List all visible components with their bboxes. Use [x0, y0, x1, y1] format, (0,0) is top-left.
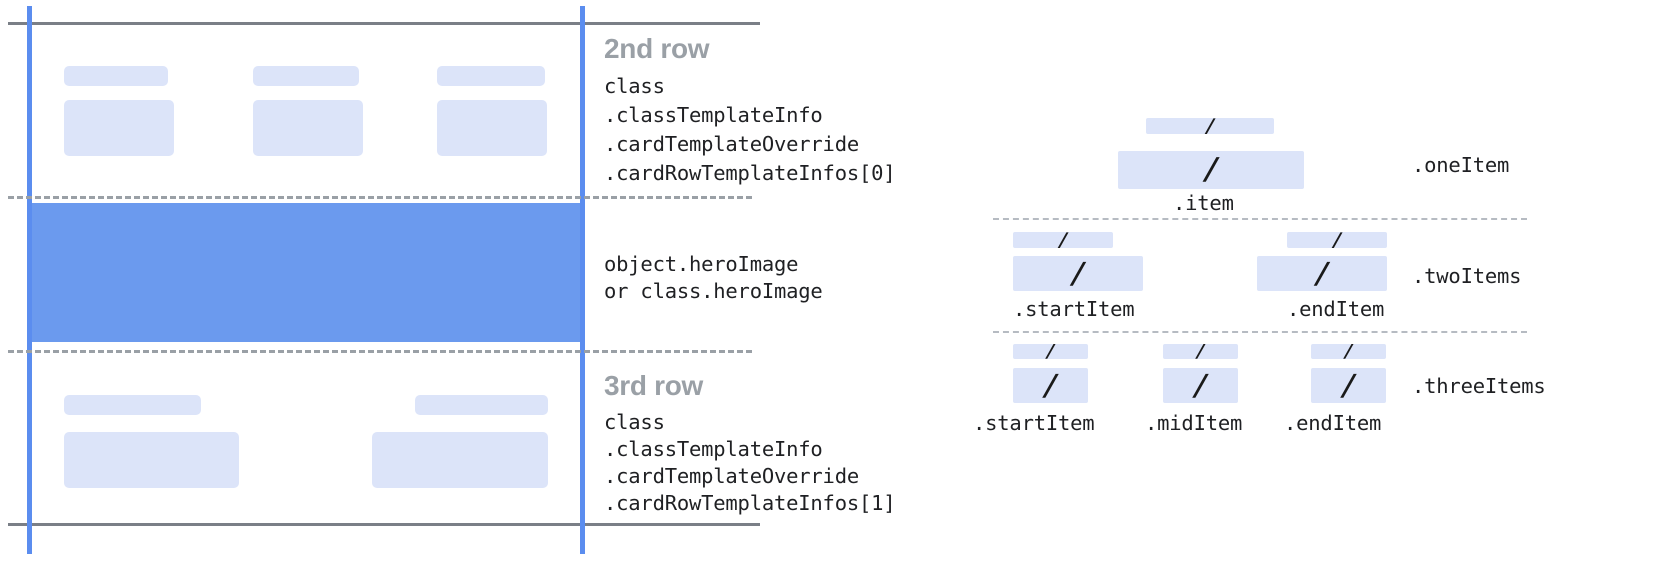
row2-heading: 2nd row — [604, 33, 710, 64]
three-items-start-label-block: / — [1013, 344, 1088, 359]
row2-code-line-2: .classTemplateInfo — [604, 103, 823, 127]
card-right-guide — [580, 6, 585, 554]
row2-value-block-2 — [253, 100, 363, 156]
row3-value-block-2 — [372, 432, 548, 488]
slash-glyph: / — [1068, 256, 1088, 290]
slash-glyph: / — [1044, 344, 1057, 359]
row-separator-top — [8, 196, 752, 199]
row2-value-block-1 — [64, 100, 174, 156]
three-items-end-label-block: / — [1311, 344, 1386, 359]
two-items-caption-start: .startItem — [1013, 297, 1135, 321]
two-items-end-value-block: / — [1257, 256, 1387, 291]
two-items-start-value-block: / — [1013, 256, 1143, 291]
row3-code-line-4: .cardRowTemplateInfos[1] — [604, 491, 896, 515]
slash-glyph: / — [1056, 232, 1070, 248]
slash-glyph: / — [1041, 368, 1061, 402]
slash-glyph: / — [1191, 368, 1211, 402]
three-items-start-value-block: / — [1013, 368, 1088, 403]
group-divider-2 — [993, 331, 1527, 333]
row2-code-line-3: .cardTemplateOverride — [604, 132, 859, 156]
row3-code-line-2: .classTemplateInfo — [604, 437, 823, 461]
three-items-mid-label-block: / — [1163, 344, 1238, 359]
two-items-start-label-block: / — [1013, 232, 1113, 248]
slash-glyph: / — [1201, 152, 1221, 187]
three-items-caption-start: .startItem — [973, 411, 1095, 435]
one-item-caption-item: .item — [1173, 191, 1234, 215]
slash-glyph: / — [1203, 118, 1217, 134]
row2-code-line-1: class — [604, 74, 665, 98]
row3-label-block-1 — [64, 395, 201, 415]
row2-label-block-3 — [437, 66, 545, 86]
card-left-guide — [27, 6, 32, 554]
three-items-caption-end: .endItem — [1284, 411, 1382, 435]
card-mock — [0, 0, 760, 584]
hero-code-line-2: or class.heroImage — [604, 279, 823, 303]
one-item-label-block: / — [1146, 118, 1274, 134]
card-bottom-rule — [8, 523, 760, 526]
row3-label-block-2 — [415, 395, 548, 415]
slash-glyph: / — [1339, 368, 1359, 402]
row2-label-block-1 — [64, 66, 168, 86]
two-items-group-label: .twoItems — [1412, 264, 1522, 288]
row2-value-block-3 — [437, 100, 547, 156]
three-items-group-label: .threeItems — [1412, 374, 1546, 398]
row3-code-line-3: .cardTemplateOverride — [604, 464, 859, 488]
group-divider-1 — [993, 218, 1527, 220]
two-items-caption-end: .endItem — [1287, 297, 1385, 321]
slash-glyph: / — [1312, 256, 1332, 290]
three-items-mid-value-block: / — [1163, 368, 1238, 403]
hero-code-line-1: object.heroImage — [604, 252, 799, 276]
row3-heading: 3rd row — [604, 370, 704, 401]
slash-glyph: / — [1342, 344, 1355, 359]
three-items-end-value-block: / — [1311, 368, 1386, 403]
card-top-rule — [8, 22, 760, 25]
row3-code-line-1: class — [604, 410, 665, 434]
two-items-end-label-block: / — [1287, 232, 1387, 248]
slash-glyph: / — [1330, 232, 1344, 248]
row2-code-line-4: .cardRowTemplateInfos[0] — [604, 161, 896, 185]
hero-image-band — [32, 203, 580, 342]
slash-glyph: / — [1194, 344, 1207, 359]
row-separator-bottom — [8, 350, 752, 353]
one-item-value-block: / — [1118, 151, 1304, 189]
one-item-group-label: .oneItem — [1412, 153, 1510, 177]
row3-value-block-1 — [64, 432, 239, 488]
three-items-caption-mid: .midItem — [1145, 411, 1243, 435]
row2-label-block-2 — [253, 66, 359, 86]
